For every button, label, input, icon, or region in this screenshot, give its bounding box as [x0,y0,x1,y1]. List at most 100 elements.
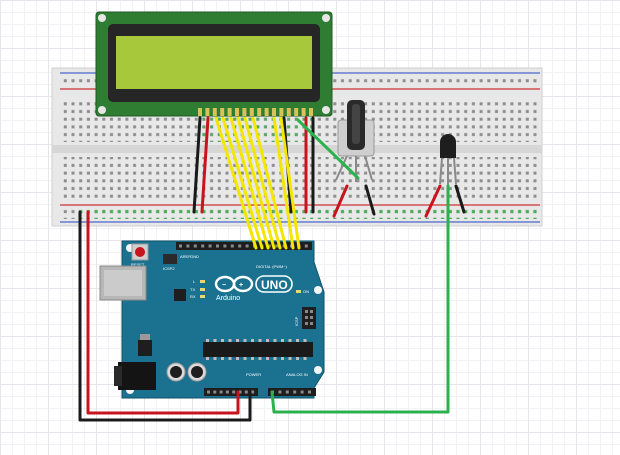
wire-sensor-gnd [454,184,466,214]
wire-lcd-data [251,116,288,250]
voltage-regulator-tab [140,334,150,340]
chip-pin [243,357,247,360]
atmega-chip [203,342,313,357]
chip-pin [296,357,299,360]
led-tx [200,288,205,291]
header-pin [275,244,279,248]
lcd-pin [264,108,269,116]
capacitor-top [170,366,182,378]
header-pin [278,390,282,394]
header-pin [186,244,190,248]
chip-pin [296,339,299,342]
icsp-label: ICSP [294,316,299,326]
lcd-mount-hole [322,106,330,114]
analog-header-body [268,388,316,396]
logo-text: Arduino [216,295,240,302]
chip-pin [243,339,247,342]
header-pin [201,244,205,248]
wire-pot-to-lcd-contrast [296,118,360,180]
power-label: POWER [246,372,261,377]
chip-pin [258,339,262,342]
chip-pin [273,357,277,360]
potentiometer-knob-highlight [352,104,360,144]
lcd-pin [294,108,299,116]
logo-infinity-right [232,275,254,293]
chip-pin [251,339,254,342]
chip-pin [206,339,209,342]
reset-label: RESET [131,262,145,267]
lcd-pin [301,108,306,116]
wire-sensor-vcc [424,184,442,218]
lcd-pin [257,108,262,116]
chip-pin [303,357,307,360]
lcd-pin-header [198,108,313,116]
wire-pot-vcc [332,184,349,218]
arduino-logo: − + Arduino [214,275,254,302]
lcd-pin [220,108,225,116]
header-pin [245,244,249,248]
power-jack-tip [114,366,122,386]
digital-label: DIGITAL (PWM~) [256,264,288,269]
chip-pin [258,357,262,360]
reset-button-cap[interactable] [135,247,145,257]
chip-pin [266,339,269,342]
header-pin [230,244,234,248]
header-pin [207,390,210,394]
lcd-pin [235,108,239,116]
header-pin [216,244,219,248]
chip-pin [206,357,209,360]
wire-lcd-data [272,116,295,250]
icsp2-header: ICSP2 [163,254,177,271]
lcd-data-wires [214,116,301,250]
rx-label: RX [190,294,196,299]
chip-pin [221,357,224,360]
chip-pin [266,357,269,360]
arduino-mount-hole [314,366,322,374]
sensor-body [440,134,456,158]
wire-lcd-data [236,116,276,250]
header-pin [238,244,242,248]
header-pin [193,244,197,248]
wire-sensor-to-a0 [270,184,450,414]
power-header-pins [207,390,255,394]
power-header: POWER [204,372,261,396]
header-pin [179,244,182,248]
potentiometer [335,100,375,182]
led-l [200,280,205,283]
lcd-pin [309,108,313,116]
icsp2-label: ICSP2 [163,266,175,271]
led-on [296,290,301,293]
wire-lcd-data [243,116,282,250]
header-pin [232,390,236,394]
lcd-mount-hole [98,14,106,22]
wire-lcd-gnd [192,116,202,214]
voltage-regulator [138,340,152,356]
status-leds: L TX RX [190,279,205,299]
l-label: L [193,279,196,284]
potentiometer-leg [335,155,348,181]
led-rx [200,295,205,298]
header-pin [251,390,255,394]
lcd-pin [249,108,254,116]
chip-pin [228,357,232,360]
icsp-header: ICSP [294,307,316,329]
wire-rail-5v-to-arduino [86,210,240,415]
header-pin [238,390,242,394]
logo-plus: + [239,282,243,289]
logo-minus: − [222,282,226,289]
chip-pin [213,357,217,360]
lcd-mount-hole [98,106,106,114]
breadboard-center-channel [52,145,542,153]
wire-pot-gnd [364,184,376,216]
lcd-pin [205,108,210,116]
header-pin [308,390,311,394]
breadboard-bottom-power-rail [60,204,540,223]
chip-pin [251,357,254,360]
wire-lcd-data [279,116,301,250]
gnd-label: GND [190,254,199,259]
header-pin [285,390,289,394]
wire-lcd-data [229,116,270,250]
lcd-pin [272,108,276,116]
chip-pin [213,339,217,342]
potentiometer-leg [364,155,373,181]
